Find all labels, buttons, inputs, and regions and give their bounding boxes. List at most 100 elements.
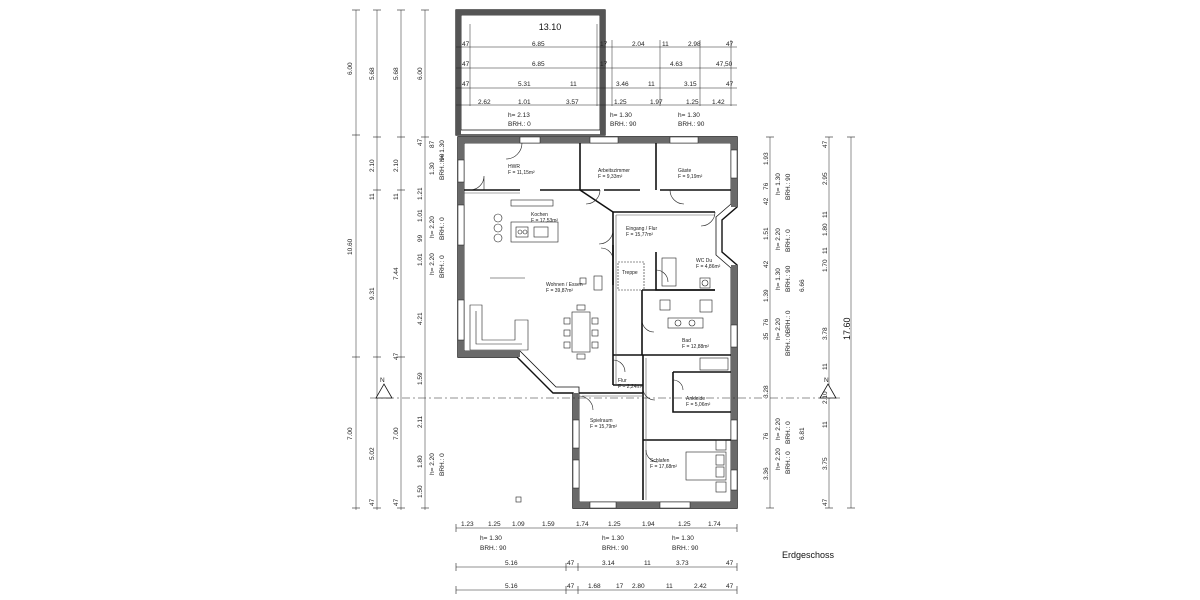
tr-r1-c: 2.98 [688,41,701,48]
l4-c: 1.21 [417,187,424,200]
l4-k: 1.50 [417,485,424,498]
terrace-width: 13.10 [539,22,562,32]
r4-a: 47 [822,140,829,148]
l3-f: 7.00 [393,427,400,440]
l5-a: 87 [429,140,436,148]
section-markers [375,383,837,399]
r1-b: 76 [763,182,770,190]
left-dimensions: 6.00 10.60 7.00 5.68 2.10 11 9.31 5.02 4… [347,62,446,506]
room-ankleide-area: F = 5,06m² [686,402,711,408]
b1-e: 1.74 [576,521,589,528]
r4-h: 3.78 [822,327,829,340]
tr-r4-a: 1.25 [614,99,627,106]
r4-j: 2.10 [822,391,829,404]
l4-g: 4.21 [417,312,424,325]
r4-b: 2.95 [822,172,829,185]
l3-a: 5.68 [393,67,400,80]
r4-m: 3.75 [822,457,829,470]
terrace-r3-a: 47 [462,81,470,88]
l1-c: 7.00 [347,427,354,440]
b-h1: h= 1.30 [480,535,502,542]
r1-h: 35 [763,332,770,340]
r4-n: 47 [822,498,829,506]
b1-i: 1.74 [708,521,721,528]
l3-g: 47 [393,498,400,506]
terrace-r1-c: 17 [600,41,608,48]
b3-e: 2.80 [632,583,645,590]
b-b2: BRH.: 90 [602,545,629,552]
tr-r2-a: 4.63 [670,61,683,68]
b3-h: 47 [726,583,734,590]
l4-f: 1.01 [417,253,424,266]
r3-b: BRH.: 0 [785,229,792,252]
tr-r1-a: 2.04 [632,41,645,48]
l3-b: 2.10 [393,159,400,172]
r1-g: 76 [763,318,770,326]
l5-c: h= 2.20 [429,216,436,238]
l4-d: 1.01 [417,209,424,222]
b2-d: 11 [644,560,651,567]
l5-e: h= 2.20 [429,453,436,475]
tr-r1-b: 11 [662,41,669,48]
b1-g: 1.94 [642,521,655,528]
section-mark-right: N [824,377,829,384]
l1-a: 6.00 [347,62,354,75]
terrace-opening-h: h= 2.13 [508,112,530,119]
tr-r1-d: 47 [726,41,734,48]
room-wohnen-area: F = 39,87m² [546,288,573,294]
interior-walls [464,143,731,500]
drawing-caption: Erdgeschoss [782,550,835,560]
r4-e: 11 [822,247,829,254]
r1-j: 76 [763,432,770,440]
l4-i: 2.11 [417,415,424,428]
b-h3: h= 1.30 [672,535,694,542]
interior-wall-offsets [464,192,715,500]
b1-h: 1.25 [678,521,691,528]
r2-f: h= 2.20 [775,448,782,470]
l2-b: 2.10 [369,159,376,172]
r3-a: BRH.: 90 [785,173,792,200]
tr-r4-b: 1.97 [650,99,663,106]
room-gaeste: Gäste [678,168,692,174]
l6-d: BRH.: 0 [439,255,446,278]
room-kochen: Kochen [531,212,548,218]
room-wohnen: Wohnen / Essen [546,282,583,288]
b3-g: 2.42 [694,583,707,590]
terrace-opening-brh: BRH.: 0 [508,121,531,128]
r2-d: h= 2.20 [775,318,782,340]
b3-f: 11 [666,583,673,590]
room-flur-area: F = 2,24m² [618,384,643,390]
bottom-dimensions: 1.23 1.25 1.09 1.59 1.74 1.25 1.94 1.25 … [461,521,734,590]
room-kochen-area: F = 17,53m² [531,218,558,224]
b1-a: 1.23 [461,521,474,528]
room-bad: Bad [682,338,691,344]
l1-b: 10.60 [347,238,354,255]
tr-r3-b: 11 [648,81,655,88]
tr-b2: BRH.: 90 [678,121,705,128]
r4-d: 1.80 [822,223,829,236]
l2-d: 9.31 [369,287,376,300]
l6-b: BRH.: 90 [439,153,446,180]
r2-c: h= 1.30 [775,268,782,290]
r2-a: h= 1.30 [775,173,782,195]
b1-f: 1.25 [608,521,621,528]
l3-d: 7.44 [393,267,400,280]
b3-d: 17 [616,583,624,590]
tr-h2: h= 1.30 [678,112,700,119]
room-schlafen-area: F = 17,68m² [650,464,677,470]
room-bad-area: F = 12,88m² [682,344,709,350]
room-labels: HWR F = 11,15m² Arbeitszimmer F = 9,33m²… [508,164,721,470]
room-ankleide: Ankleide [686,396,705,402]
l2-c: 11 [369,193,376,200]
tr-r4-d: 1.42 [712,99,725,106]
room-arbeit: Arbeitszimmer [598,168,630,174]
right-dimensions: 1.93 76 42 1.51 42 1.39 76 35 3.28 76 3.… [763,140,852,506]
r1-i: 3.28 [763,385,770,398]
l6-a: h= 1.30 [439,140,446,162]
l4-j: 1.80 [417,455,424,468]
room-spiel-area: F = 15,79m² [590,424,617,430]
terrace-r2-b: 6.85 [532,61,545,68]
l4-h: 1.59 [417,372,424,385]
tr-b1: BRH.: 90 [610,121,637,128]
r4-k: 11 [822,421,829,428]
